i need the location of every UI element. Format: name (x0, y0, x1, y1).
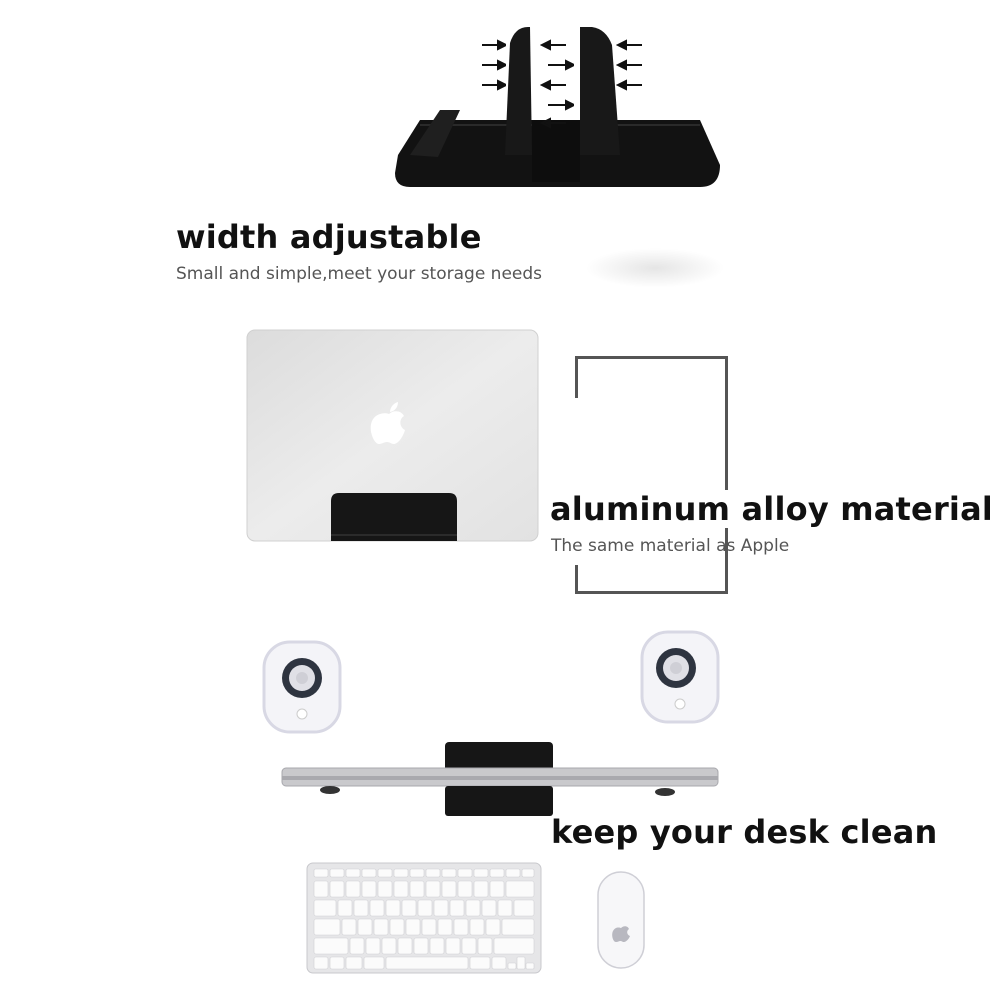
mouse (596, 870, 646, 970)
arrow-icon (540, 39, 574, 129)
arrow-icon (482, 39, 506, 95)
section-1-subtitle: Small and simple,meet your storage needs (176, 264, 543, 284)
speaker-right (640, 630, 720, 725)
speaker-left (262, 640, 342, 735)
stand-base (327, 491, 461, 541)
frame-left-bottom (575, 565, 578, 591)
section-1-title: width adjustable (176, 218, 482, 256)
laptop-image (245, 328, 540, 543)
section-2-subtitle: The same material as Apple (551, 536, 790, 556)
apple-logo-icon (369, 400, 409, 448)
laptop-edge-view (280, 738, 720, 820)
arrow-icon (616, 39, 642, 95)
shadow (585, 248, 725, 288)
section-3-title: keep your desk clean (551, 813, 938, 851)
frame-bracket (575, 356, 728, 594)
stand-top-image (380, 15, 730, 195)
section-2-title: aluminum alloy material (550, 490, 990, 528)
keyboard (306, 862, 542, 974)
frame-left-top (575, 356, 578, 398)
